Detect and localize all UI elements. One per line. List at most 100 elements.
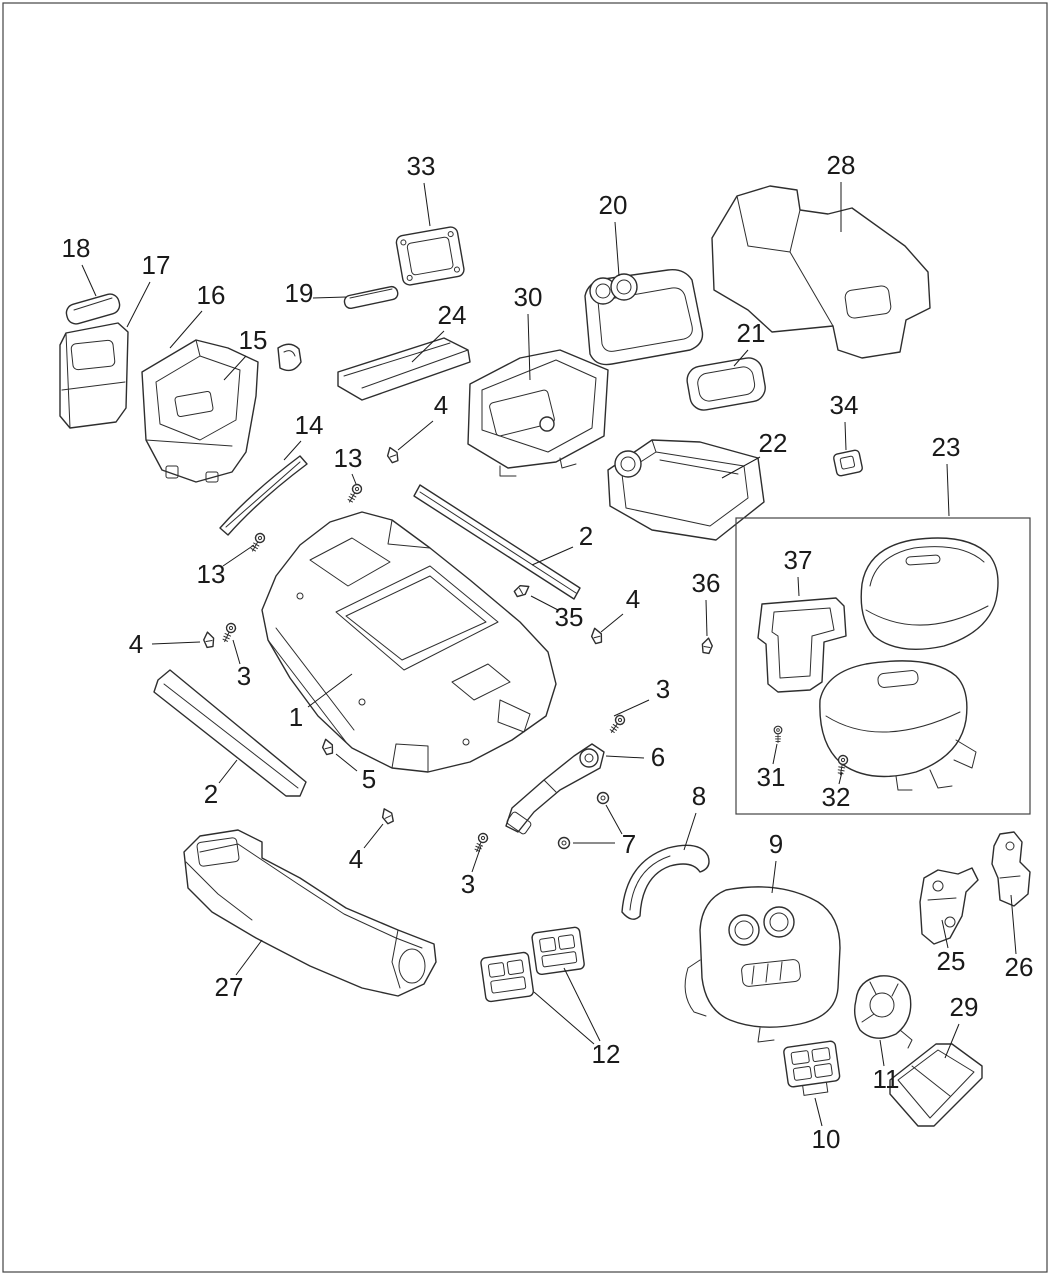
leader-line-11-42-0 — [879, 1039, 885, 1067]
callout-label-4-34: 4 — [349, 844, 363, 874]
callout-label-10-43: 10 — [812, 1124, 841, 1154]
leader-line-20-1-0 — [614, 221, 620, 277]
leader-line-13-18-0 — [222, 544, 255, 567]
leader-line-5-31-0 — [335, 753, 358, 772]
callout-label-31-28: 31 — [757, 762, 786, 792]
leader-line-4-13-0 — [397, 420, 434, 451]
callout-label-9-36: 9 — [769, 829, 783, 859]
callout-label-32-29: 32 — [822, 782, 851, 812]
callout-label-2-30: 2 — [204, 779, 218, 809]
leader-line-3-24-0 — [232, 639, 241, 665]
leader-line-6-27-0 — [605, 755, 645, 759]
part-4-clip-d — [378, 806, 396, 826]
leader-line-12-40-1 — [563, 967, 601, 1042]
callout-label-13-15: 13 — [334, 443, 363, 473]
leader-line-4-23-0 — [151, 641, 201, 645]
leader-line-10-43-0 — [814, 1097, 823, 1127]
part-26-bracket — [991, 831, 1031, 907]
callout-label-14-14: 14 — [295, 410, 324, 440]
callout-label-3-26: 3 — [656, 674, 670, 704]
part-28-floor-mat — [711, 185, 931, 359]
leader-line-37-22-0 — [797, 576, 800, 597]
part-13-screw-a — [344, 482, 364, 505]
part-36-clip — [700, 636, 715, 655]
leader-line-21-10-0 — [733, 349, 749, 367]
part-1-console-body — [261, 511, 557, 773]
callout-label-3-35: 3 — [461, 869, 475, 899]
part-23-armrest-lid-base — [819, 660, 977, 791]
leader-line-31-28-0 — [772, 743, 778, 765]
callout-label-36-20: 36 — [692, 568, 721, 598]
callout-label-4-13: 4 — [434, 390, 448, 420]
leader-line-3-26-0 — [613, 699, 650, 717]
part-21-bezel — [686, 357, 766, 411]
leader-line-32-29-0 — [838, 771, 843, 785]
part-24-trim-panel — [337, 337, 471, 401]
callout-label-37-22: 37 — [784, 545, 813, 575]
leader-line-1-25-0 — [307, 673, 353, 708]
leader-line-30-8-0 — [527, 313, 531, 381]
part-23-armrest-assembly-box — [735, 517, 1031, 815]
leader-line-4-34-0 — [363, 823, 384, 849]
callout-label-27-39: 27 — [215, 972, 244, 1002]
callout-label-30-8: 30 — [514, 282, 543, 312]
leader-line-26-38-0 — [1010, 894, 1017, 955]
callout-label-20-1: 20 — [599, 190, 628, 220]
callout-label-19-6: 19 — [285, 278, 314, 308]
part-4-clip-b — [589, 626, 605, 645]
part-30-upper-housing — [467, 349, 609, 477]
part-15-front-housing — [141, 339, 259, 483]
callout-label-18-3: 18 — [62, 233, 91, 263]
callout-label-16-5: 16 — [197, 280, 226, 310]
part-34-small-bracket — [833, 449, 863, 477]
leader-line-2-30-0 — [218, 759, 238, 784]
callout-label-28-2: 28 — [827, 150, 856, 180]
leader-line-29-41-0 — [944, 1023, 960, 1059]
callout-label-12-40: 12 — [592, 1039, 621, 1069]
leader-line-19-6-0 — [312, 296, 347, 299]
callout-label-2-17: 2 — [579, 521, 593, 551]
part-19-trim-clip — [277, 285, 399, 372]
leader-line-12-40-0 — [533, 991, 595, 1045]
callout-label-5-31: 5 — [362, 764, 376, 794]
leader-line-25-37-0 — [941, 919, 949, 949]
part-7-fastener-b — [557, 836, 571, 850]
leader-line-3-35-0 — [471, 845, 482, 873]
part-13-screw-b — [247, 531, 267, 554]
part-9-rear-cover — [684, 886, 841, 1043]
leader-line-13-15-0 — [351, 473, 357, 485]
part-5-clip — [320, 737, 336, 756]
callout-label-3-24: 3 — [237, 661, 251, 691]
callout-label-7-32: 7 — [622, 829, 636, 859]
callout-label-6-27: 6 — [651, 742, 665, 772]
callout-label-4-21: 4 — [626, 584, 640, 614]
leader-line-7-32-1 — [605, 804, 623, 835]
leader-line-23-12-0 — [946, 463, 950, 517]
callout-label-11-42: 11 — [873, 1064, 900, 1094]
leader-line-33-0-0 — [423, 182, 431, 227]
callout-label-25-37: 25 — [937, 946, 966, 976]
leader-line-8-33-0 — [683, 812, 697, 851]
callout-label-1-25: 1 — [289, 702, 303, 732]
callout-label-8-33: 8 — [692, 781, 706, 811]
part-22-storage-bin — [607, 439, 765, 541]
part-17-front-bin — [59, 322, 129, 429]
leader-line-36-20-0 — [705, 599, 708, 637]
leader-line-9-36-0 — [771, 860, 777, 894]
part-3-screw-b — [607, 713, 627, 736]
leader-line-22-16-0 — [721, 456, 761, 479]
part-35-clip — [512, 581, 532, 600]
part-29-mat — [889, 1043, 983, 1127]
part-2-trim-strip-upper — [413, 484, 581, 600]
callout-label-13-18: 13 — [197, 559, 226, 589]
part-12-switch-module-b — [480, 951, 535, 1003]
part-12-switch-module-a — [531, 926, 585, 976]
callout-label-15-9: 15 — [239, 325, 268, 355]
leader-line-4-21-0 — [600, 613, 624, 633]
part-31-screw — [773, 725, 783, 744]
part-23-armrest-lid-top — [860, 537, 999, 651]
leader-line-27-39-0 — [235, 939, 263, 976]
